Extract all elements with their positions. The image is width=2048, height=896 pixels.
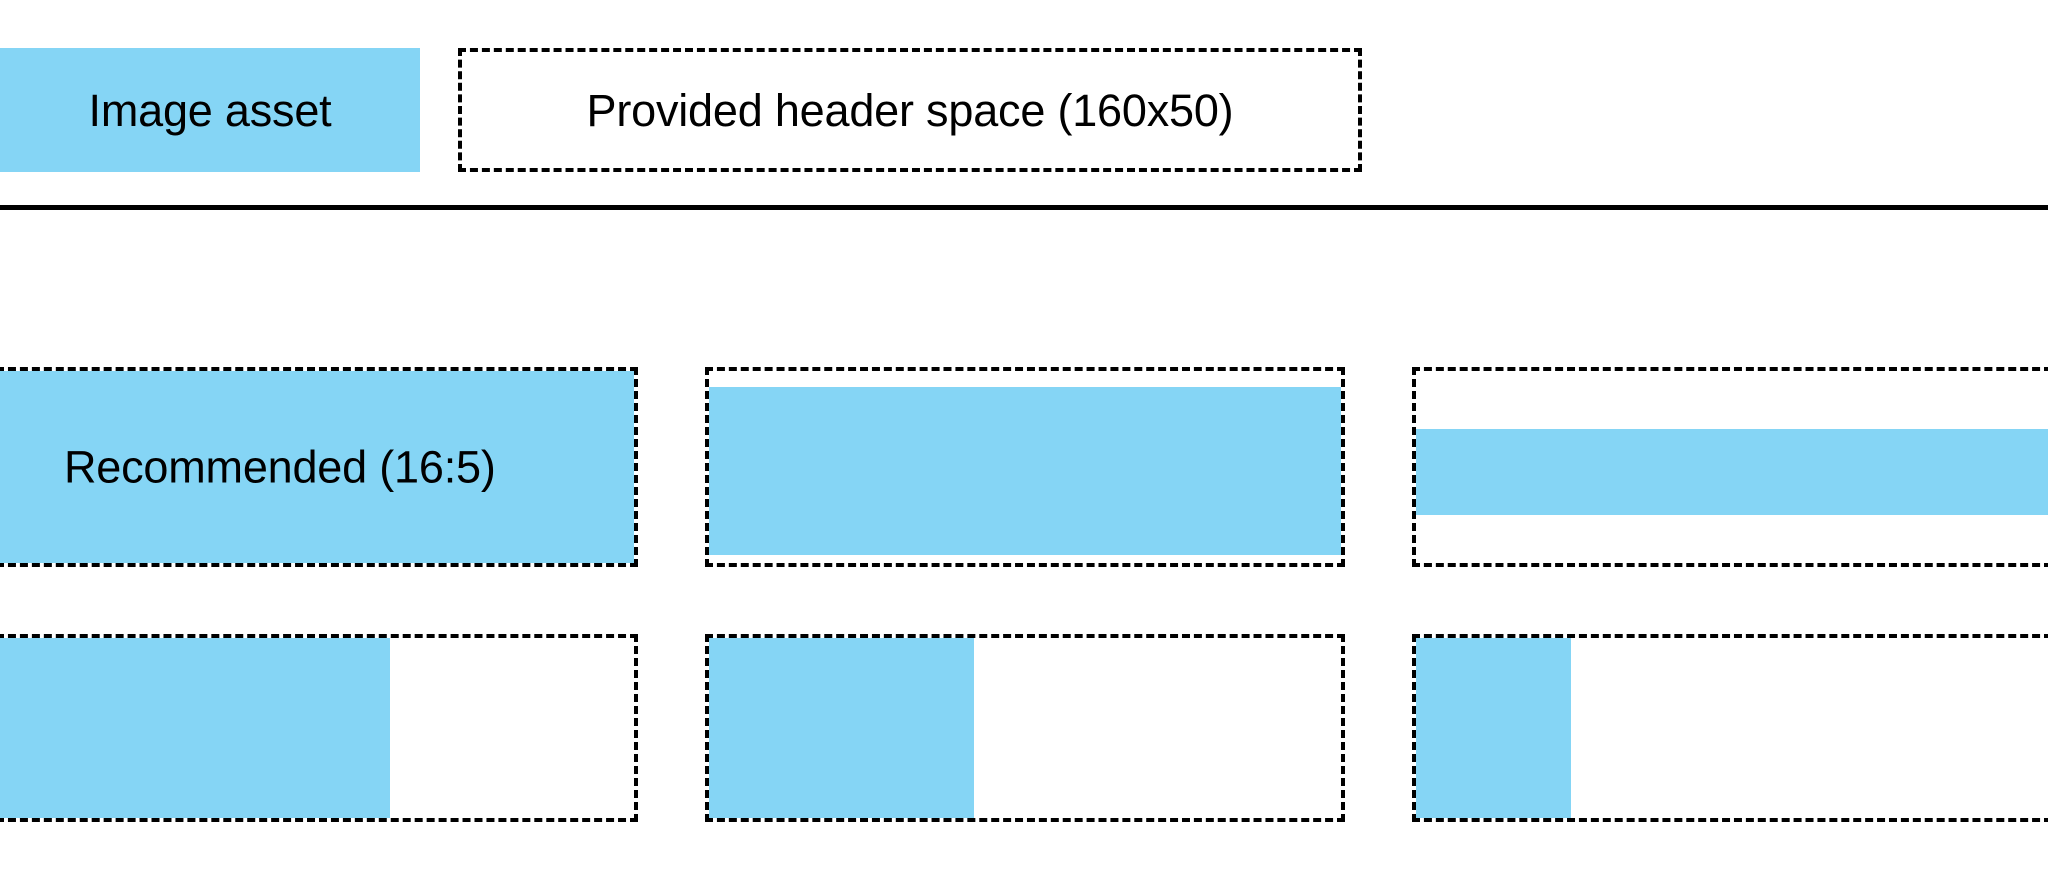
recommended-ratio-label: Recommended (16:5) [64,441,496,493]
asset-fill [709,638,975,818]
asset-fill [1416,429,2048,515]
provided-header-space-box: Provided header space (160x50) [458,48,1362,172]
image-asset-swatch: Image asset [0,48,420,172]
sample-cell-row2-col2 [705,634,1345,822]
asset-fill [709,387,1341,555]
asset-fill [1416,638,1571,818]
asset-fill [0,638,390,818]
image-asset-label: Image asset [88,84,332,136]
sample-grid: Recommended (16:5) [0,208,2048,896]
sample-cell-row1-col3 [1412,367,2048,567]
sample-cell-row2-col3 [1412,634,2048,822]
sample-cell-row1-col2 [705,367,1345,567]
sample-cell-row1-col1: Recommended (16:5) [0,367,638,567]
header-strip: Image asset Provided header space (160x5… [0,0,2048,210]
sample-cell-row2-col1 [0,634,638,822]
provided-header-space-label: Provided header space (160x50) [586,84,1234,136]
horizontal-divider [0,205,2048,210]
asset-fill [0,371,634,563]
